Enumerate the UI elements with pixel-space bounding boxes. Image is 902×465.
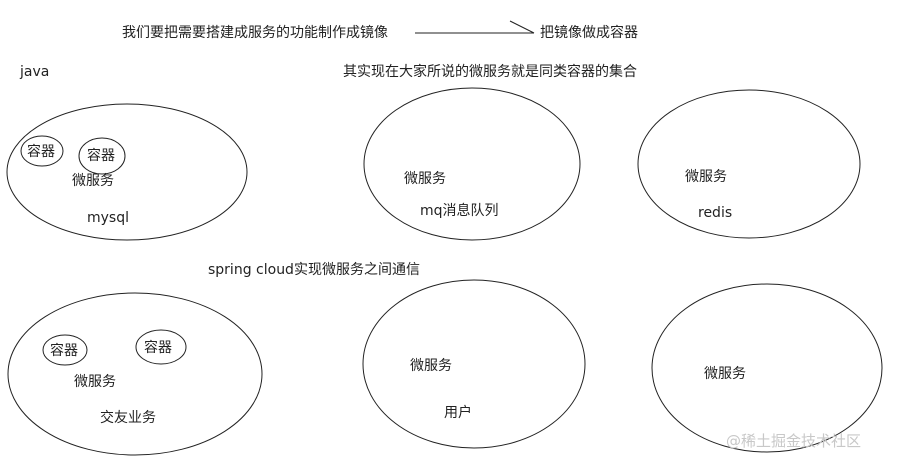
service-label: 微服务 [404,171,446,187]
container-ellipse [42,334,88,366]
service-name: mq消息队列 [420,203,499,219]
service-name: redis [698,205,733,221]
service-name: mysql [87,210,129,226]
service-name: 交友业务 [100,410,156,426]
container-label: 容器 [144,340,172,356]
service-label: 微服务 [685,169,727,185]
step1-text: 我们要把需要搭建成服务的功能制作成镜像 [122,25,388,41]
container-ellipse [20,135,64,167]
step2-text: 把镜像做成容器 [540,25,638,41]
watermark: @稀土掘金技术社区 [726,432,862,450]
service-name: 用户 [444,405,472,421]
container-ellipse [135,329,187,365]
container-label: 容器 [87,148,115,164]
service-label: 微服务 [74,374,116,390]
service-ellipse-user [362,279,586,449]
service-ellipse-mysql [6,103,248,241]
microservice-definition: 其实现在大家所说的微服务就是同类容器的集合 [343,64,637,80]
container-label: 容器 [50,343,78,359]
container-ellipse [78,137,126,175]
service-ellipse-mq [363,87,581,241]
service-ellipse-generic [651,283,883,453]
arrow [415,20,535,34]
service-label: 微服务 [410,358,452,374]
service-label: 微服务 [72,173,114,189]
container-label: 容器 [27,144,55,160]
java-label: java [20,64,50,80]
service-label: 微服务 [704,366,746,382]
service-ellipse-redis [637,89,861,239]
service-ellipse-social [7,292,263,456]
spring-cloud-note: spring cloud实现微服务之间通信 [208,262,420,278]
